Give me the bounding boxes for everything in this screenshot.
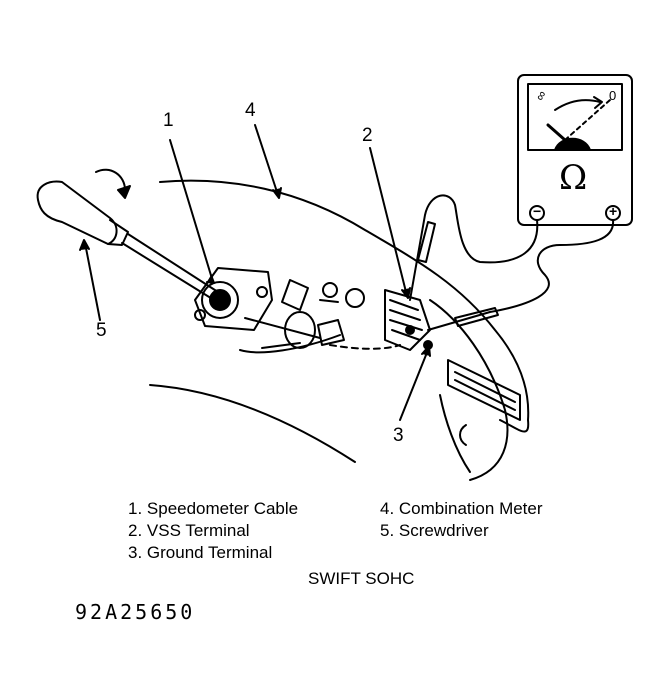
callout-1: 1	[163, 110, 174, 131]
caption: SWIFT SOHC	[308, 569, 415, 588]
callout-2: 2	[362, 125, 373, 146]
speedometer-cable-socket	[194, 267, 341, 354]
callout-leaders	[79, 124, 431, 421]
legend-item-2: 2. VSS Terminal	[128, 521, 250, 540]
connector-parts	[281, 279, 401, 350]
vss-terminal-block	[384, 289, 433, 351]
test-leads	[409, 194, 615, 331]
callout-3: 3	[393, 425, 404, 446]
legend-item-5: 5. Screwdriver	[380, 521, 489, 540]
legend-item-4: 4. Combination Meter	[380, 499, 543, 518]
legend-item-3: 3. Ground Terminal	[128, 543, 273, 562]
screwdriver	[36, 168, 219, 301]
callout-4: 4	[245, 100, 256, 121]
figure-id: 92A25650	[75, 600, 196, 624]
plus-terminal-label: +	[609, 203, 618, 219]
meter-scale-zero: 0	[609, 88, 617, 103]
callout-5: 5	[96, 320, 107, 341]
ohm-symbol: Ω	[559, 158, 588, 198]
ohmmeter	[517, 74, 633, 226]
minus-terminal-label: −	[533, 203, 542, 219]
legend-item-1: 1. Speedometer Cable	[128, 499, 299, 518]
combination-meter-housing	[149, 179, 530, 481]
